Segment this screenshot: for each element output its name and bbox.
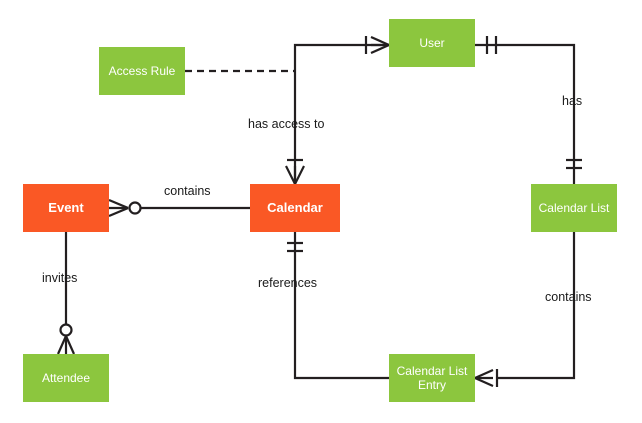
entity-label: User xyxy=(419,36,445,50)
entity-access-rule[interactable]: Access Rule xyxy=(99,47,185,95)
connector-contains-list-entry xyxy=(497,232,576,380)
marker-calendar-bottom-one-one xyxy=(287,241,303,253)
entity-label: Access Rule xyxy=(108,64,176,78)
marker-user-right-one-one xyxy=(485,36,498,54)
marker-user-left xyxy=(364,35,390,55)
entity-label: Calendar List Entry xyxy=(396,364,468,392)
connector-has-access-to xyxy=(293,43,389,184)
marker-calendar-top-many xyxy=(285,158,305,185)
marker-attendee-top-zero-or-many xyxy=(56,323,76,355)
connector-references xyxy=(293,232,389,380)
entity-calendar-list[interactable]: Calendar List xyxy=(531,184,617,232)
relationship-label-contains-event-calendar: contains xyxy=(164,184,211,198)
entity-attendee[interactable]: Attendee xyxy=(23,354,109,402)
entity-event[interactable]: Event xyxy=(23,184,109,232)
entity-user[interactable]: User xyxy=(389,19,475,67)
entity-calendar-list-entry[interactable]: Calendar List Entry xyxy=(389,354,475,402)
connector-has xyxy=(475,43,576,184)
entity-label: Attendee xyxy=(41,371,91,385)
entity-label: Event xyxy=(48,200,84,215)
relationship-label-references: references xyxy=(258,276,318,290)
relationship-label-has: has xyxy=(562,94,583,108)
marker-event-right-zero-or-many xyxy=(108,198,142,218)
entity-label: Calendar List xyxy=(538,201,610,215)
marker-calendar-list-top-one-one xyxy=(566,158,582,170)
entity-label: Calendar xyxy=(267,200,323,215)
relationship-label-has-access-to: has access to xyxy=(248,117,325,131)
relationship-label-invites: invites xyxy=(42,271,78,285)
relationship-label-contains-list-entry: contains xyxy=(545,290,592,304)
entity-calendar[interactable]: Calendar xyxy=(250,184,340,232)
marker-cle-right-many-one xyxy=(474,368,499,388)
